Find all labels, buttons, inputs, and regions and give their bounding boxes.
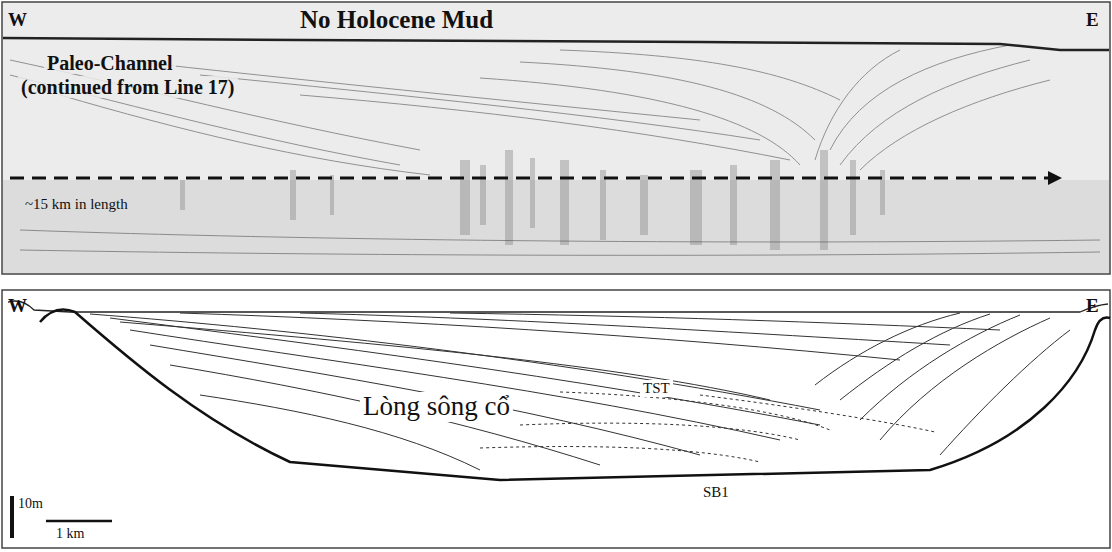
unit-label: TST (640, 380, 673, 397)
direction-label: E (1086, 296, 1099, 317)
channel-name: Lòng sông cổ (360, 392, 513, 422)
scale-label: 1 km (56, 526, 84, 541)
scale-label: 10m (18, 496, 43, 511)
length-note: ~15 km in length (22, 196, 131, 213)
surface-label: SB1 (700, 484, 732, 501)
panel-title: No Holocene Mud (300, 6, 493, 34)
direction-label: E (1086, 10, 1099, 31)
direction-label: W (8, 10, 27, 31)
channel-label: Paleo-Channel (44, 52, 176, 74)
direction-label: W (8, 296, 27, 317)
channel-label: (continued from Line 17) (18, 76, 238, 98)
